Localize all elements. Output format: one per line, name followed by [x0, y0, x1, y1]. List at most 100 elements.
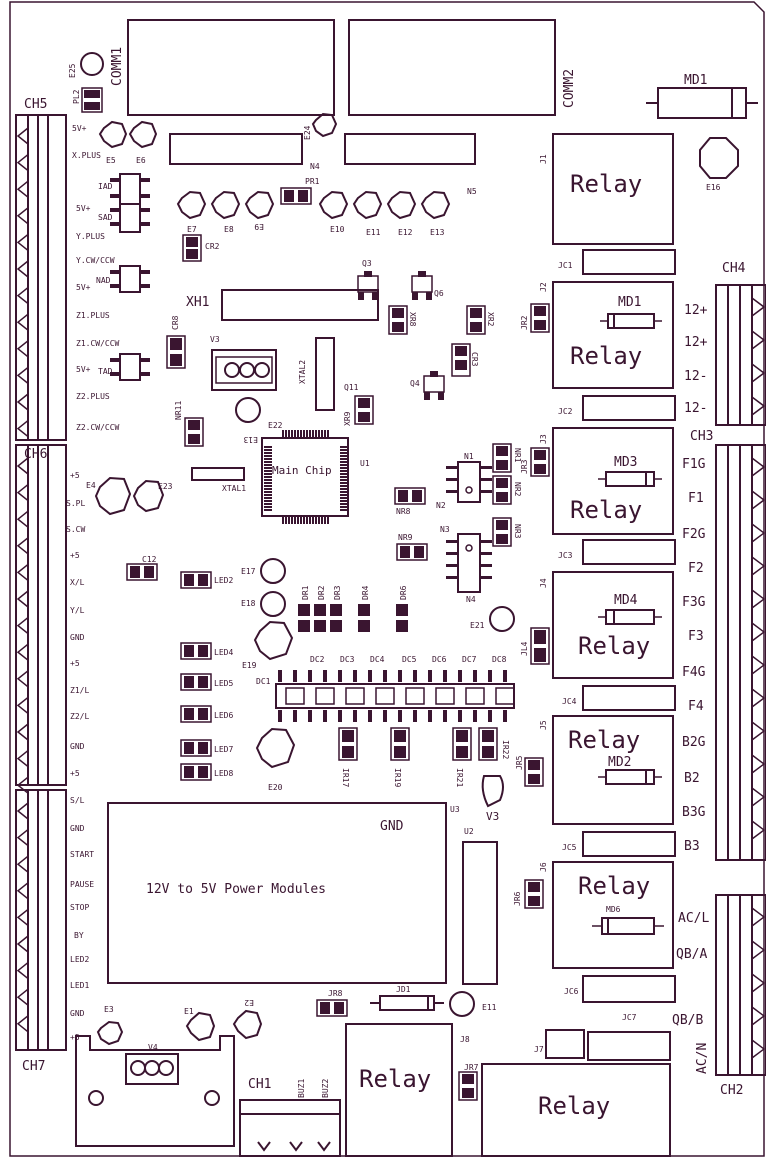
pin-label: GND	[70, 742, 85, 751]
e21-label: E21	[470, 621, 485, 630]
pin-label: 5V+	[72, 124, 87, 133]
jc1-label: JC1	[558, 261, 573, 270]
ch6-label: CH6	[24, 447, 47, 462]
c12-label: C12	[142, 555, 157, 564]
header-n4	[169, 133, 303, 165]
n5-label: N5	[467, 187, 477, 196]
cr3-pad	[451, 343, 471, 377]
e11b-label: E11	[482, 1003, 497, 1012]
relay-j4-label: Relay	[578, 632, 650, 660]
pad-e25	[80, 52, 104, 76]
relay-j8	[345, 1023, 453, 1157]
jr8-pad	[316, 999, 348, 1017]
pad-e17	[260, 558, 286, 584]
pin-label: Y/L	[70, 606, 85, 615]
pin-label: B2	[684, 771, 700, 786]
e4-label: E4	[86, 481, 96, 490]
jr6-label: JR6	[513, 891, 522, 906]
transistor-q4	[423, 375, 445, 393]
q4-label: Q4	[410, 379, 420, 388]
q6-label: Q6	[434, 289, 444, 298]
pad-e20	[255, 727, 296, 769]
nr8-pad	[394, 487, 426, 505]
pin-label: +5	[70, 1033, 80, 1042]
cr2-label: CR2	[205, 242, 220, 251]
terminal-strip-right	[715, 284, 766, 1076]
pin-label: F3	[688, 629, 704, 644]
pin-label: AC/L	[678, 911, 709, 926]
pin-label: Z1.CW/CCW	[76, 339, 120, 348]
j8-label: J8	[460, 1035, 470, 1044]
pad-row-e7-e13	[176, 190, 451, 220]
led-pads	[180, 642, 212, 781]
ch5-pin-labels: 5V+ X.PLUS 5V+ Y.PLUS Y.CW/CCW 5V+ Z1.PL…	[72, 124, 120, 432]
j5-label: J5	[539, 720, 548, 730]
comm1-connector	[127, 19, 335, 116]
e5-label: E5	[106, 156, 116, 165]
jr5-pad	[524, 757, 544, 787]
main-chip-label: Main Chip	[272, 464, 332, 477]
e24-label: E24	[303, 125, 312, 140]
pin-label: F1G	[682, 457, 706, 472]
md2-label: MD2	[608, 755, 631, 770]
pr1-label: PR1	[305, 177, 320, 186]
pin-label: +5	[70, 471, 80, 480]
pin-label: F1	[688, 491, 704, 506]
pin-label: S.PL	[66, 499, 85, 508]
e10-label: E10	[330, 225, 345, 234]
xr9-label: XR9	[343, 411, 352, 426]
e11-label: E11	[366, 228, 381, 237]
md1-label: MD1	[618, 295, 641, 310]
dr4-label: DR4	[361, 585, 370, 600]
diode-md6	[601, 917, 655, 935]
pad-e16	[699, 137, 739, 179]
pin-label: AC/N	[695, 1043, 710, 1074]
pad-e21	[489, 606, 515, 632]
pin-label: F2	[688, 561, 704, 576]
u2-label: U2	[464, 827, 474, 836]
comm1-label: COMM1	[110, 47, 125, 86]
pin-label: X.PLUS	[72, 151, 101, 160]
e3-label: E3	[104, 1005, 114, 1014]
ch5-label: CH5	[24, 97, 47, 112]
pad-e11b	[449, 991, 475, 1017]
opto-chip-n3	[446, 533, 492, 593]
relay-j2-label: Relay	[570, 342, 642, 370]
pin-label: Z2/L	[70, 712, 89, 721]
j6-label: J6	[539, 862, 548, 872]
pad-e18	[260, 591, 286, 617]
md1-top-label: MD1	[684, 73, 707, 88]
led8-label: LED8	[214, 769, 233, 778]
j1-label: J1	[539, 154, 548, 164]
resistor-array-dr	[298, 604, 408, 632]
pin-label: 12+	[684, 335, 708, 350]
e9-label: E9	[254, 222, 264, 231]
pad-e24	[311, 112, 338, 138]
u1-label: U1	[360, 459, 370, 468]
cr8-label: CR8	[171, 315, 180, 330]
regulator-v4-outline	[75, 1035, 235, 1147]
ic-u2	[462, 841, 498, 985]
xr2-pad	[466, 305, 486, 335]
dc6-label: DC6	[432, 655, 447, 664]
relay-j5	[552, 715, 674, 825]
pin-label: Y.CW/CCW	[76, 256, 115, 265]
n2-label: N2	[436, 501, 446, 510]
q11-label: Q11	[344, 383, 359, 392]
v3b-label: V3	[486, 810, 499, 823]
e12-label: E12	[398, 228, 413, 237]
pin-label: START	[70, 850, 94, 859]
pin-label: QB/B	[672, 1013, 703, 1028]
buz1-label: BUZ1	[297, 1079, 306, 1098]
pad-e6	[128, 120, 158, 149]
led5-label: LED5	[214, 679, 233, 688]
regulator-v4	[125, 1053, 179, 1085]
jc1-header	[582, 249, 676, 275]
led2-label: LED2	[214, 576, 233, 585]
ir17-label: IR17	[341, 768, 350, 787]
pl2-pad	[81, 87, 103, 113]
pin-label: B3	[684, 839, 700, 854]
nr9-label: NR9	[398, 533, 413, 542]
relay-j6	[552, 861, 674, 969]
